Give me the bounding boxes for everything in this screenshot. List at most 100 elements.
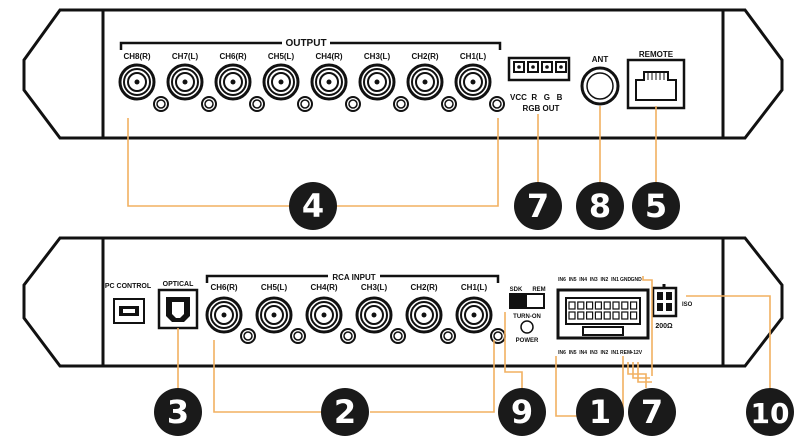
callout-number: 3 (167, 393, 189, 431)
ground-screw-icon (490, 328, 506, 344)
callout-badge: 7 (514, 182, 562, 230)
callout-number: 9 (511, 393, 533, 431)
callout-number: 10 (751, 397, 790, 430)
ground-screw-icon (345, 96, 361, 112)
callout-badge: 5 (632, 182, 680, 230)
harness-pin-label: +12V (630, 350, 642, 356)
harness-pin (568, 311, 576, 320)
harness-pin-label: IN4 (579, 277, 587, 283)
harness-pin (603, 311, 611, 320)
channel-label: CH5(L) (268, 52, 295, 61)
top-leader-lines (127, 106, 657, 207)
channel-label: CH3(L) (364, 52, 391, 61)
switch-sdk-label: SDK (510, 287, 523, 293)
top-panel: OUTPUT CH8(R)CH7(L)CH6(R)CH5(L)CH4(R)CH3… (22, 8, 784, 207)
rca-jack (305, 296, 343, 334)
power-led (520, 320, 534, 334)
harness-pin (629, 311, 638, 320)
callout-badge: 7 (628, 388, 676, 436)
rca-jack (255, 296, 293, 334)
harness-pin (585, 311, 594, 320)
harness-pin (594, 311, 603, 320)
channel-label: CH4(R) (310, 283, 337, 292)
harness-pin (629, 301, 638, 310)
rca-jack (358, 63, 396, 101)
callout-number: 7 (641, 393, 663, 431)
rca-jack (454, 63, 492, 101)
callout-number: 4 (302, 187, 324, 225)
output-title: OUTPUT (285, 38, 326, 49)
harness-pin (612, 311, 620, 320)
ground-screw-icon (440, 328, 456, 344)
rca-jack (214, 63, 252, 101)
ground-screw-icon (390, 328, 406, 344)
channel-label: CH7(L) (172, 52, 199, 61)
ground-screw-icon (340, 328, 356, 344)
harness-pin-label: IN5 (569, 277, 577, 283)
rca-jack (118, 63, 156, 101)
power-label: POWER (516, 338, 539, 344)
callout-badge: 4 (289, 182, 337, 230)
rca-jack (310, 63, 348, 101)
pc-control-usb-port (113, 298, 145, 324)
top-faceplate (101, 8, 725, 140)
channel-label: CH1(L) (461, 283, 488, 292)
bottom-panel: PC CONTROL OPTICAL RCA INPUT CH6(R)CH5(L… (22, 236, 784, 417)
harness-pin-label: GND (620, 277, 632, 283)
harness-pin-label: IN1 (611, 350, 619, 356)
channel-label: CH6(R) (210, 283, 237, 292)
callout-badge: 8 (576, 182, 624, 230)
harness-pin (621, 301, 629, 310)
channel-label: CH1(L) (460, 52, 487, 61)
harness-pin (577, 301, 585, 310)
channel-label: CH2(R) (410, 283, 437, 292)
rca-jack (406, 63, 444, 101)
optical-port (157, 288, 199, 330)
harness-pin-label: IN3 (590, 277, 598, 283)
rgb-out-label: RGB OUT (523, 104, 560, 113)
channel-label: CH6(R) (219, 52, 246, 61)
channel-label: CH2(R) (411, 52, 438, 61)
ground-screw-icon (297, 96, 313, 112)
main-harness-connector (556, 288, 650, 340)
callout-number: 2 (334, 393, 356, 431)
harness-pin (585, 301, 594, 310)
harness-pin-label: IN2 (601, 350, 609, 356)
callout-badge: 9 (498, 388, 546, 436)
ant-label: ANT (592, 55, 609, 64)
harness-pin-label: IN6 (558, 350, 566, 356)
switch-rem-label: REM (532, 287, 545, 293)
harness-pin (568, 301, 576, 310)
harness-pin-label: IN4 (579, 350, 587, 356)
iso-power-connector (651, 284, 678, 318)
bottom-faceplate (101, 236, 725, 368)
ground-screw-icon (489, 96, 505, 112)
callout-badge: 2 (321, 388, 369, 436)
iso-label: ISO (682, 302, 693, 308)
harness-pin-label: GND (631, 277, 643, 283)
harness-pin (594, 301, 603, 310)
callout-number: 1 (589, 393, 611, 431)
ground-screw-icon (201, 96, 217, 112)
turn-on-switch (509, 293, 545, 309)
ground-screw-icon (249, 96, 265, 112)
harness-pin (612, 301, 620, 310)
harness-pin (577, 311, 585, 320)
rca-jack (262, 63, 300, 101)
harness-pin-label: IN3 (590, 350, 598, 356)
rgb-pin-labels: VCC R G B (510, 93, 563, 102)
rgb-out-connector (507, 56, 571, 82)
ground-screw-icon (441, 96, 457, 112)
harness-pin-label: IN5 (569, 350, 577, 356)
callout-badge: 1 (576, 388, 624, 436)
callout-number: 8 (589, 187, 611, 225)
remote-label: REMOTE (639, 50, 674, 59)
bottom-leader-lines (177, 276, 771, 417)
channel-label: CH5(L) (261, 283, 288, 292)
rca-jack (166, 63, 204, 101)
callout-badge: 3 (154, 388, 202, 436)
ground-screw-icon (393, 96, 409, 112)
rca-jack (455, 296, 493, 334)
turn-on-label: TURN-ON (513, 314, 541, 320)
